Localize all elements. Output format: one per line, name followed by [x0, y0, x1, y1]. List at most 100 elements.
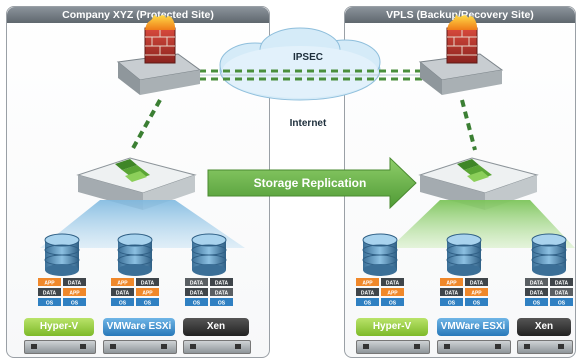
vm-stacks: APP DATA DATA APP OS OS APP DATA DATA APP OS OS DATA… [38, 278, 573, 306]
vm-data-cell-text: DATA [530, 290, 544, 296]
vm-app-cell-text: DATA [530, 280, 544, 286]
vm-app-cell [550, 288, 573, 296]
vm-os-cell-text: OS [119, 300, 127, 306]
database-icon [446, 233, 482, 276]
vm-os-cell [185, 298, 208, 306]
ipsec-tunnel [175, 69, 430, 81]
vm-data-cell [210, 278, 233, 286]
vm-app-cell-text: APP [44, 280, 55, 286]
vm-data-cell [440, 288, 463, 296]
vm-os-cell [63, 298, 86, 306]
vm-data-cell-text: DATA [445, 290, 459, 296]
vm-os-cell [356, 298, 379, 306]
vm-data-cell-text: DATA [470, 280, 484, 286]
ipsec-label: IPSEC [293, 52, 323, 63]
vm-os-cell-text: OS [364, 300, 372, 306]
firewall-icon [418, 14, 504, 95]
vm-app-cell-text: DATA [215, 290, 229, 296]
right-uplink [460, 99, 477, 151]
vm-os-cell-text: OS [448, 300, 456, 306]
vm-os-cell [381, 298, 404, 306]
internet-cloud-icon [219, 27, 381, 101]
server-tray [356, 340, 430, 354]
vm-data-cell [525, 288, 548, 296]
vm-os-cell-text: OS [71, 300, 79, 306]
server-tray [24, 340, 96, 354]
vm-data-cell [465, 278, 488, 286]
vm-app-cell-text: APP [471, 290, 482, 296]
database-icon [531, 233, 567, 276]
vm-app-cell [111, 278, 134, 286]
vm-app-cell [136, 288, 159, 296]
vm-os-cell [38, 298, 61, 306]
vm-os-cell-text: OS [473, 300, 481, 306]
vm-os-cell-text: OS [193, 300, 201, 306]
firewall-icon [116, 14, 202, 95]
vm-app-cell [465, 288, 488, 296]
vm-data-cell-text: DATA [215, 280, 229, 286]
server-tray [517, 340, 573, 354]
vm-app-cell-text: APP [69, 290, 80, 296]
vm-os-cell-text: OS [144, 300, 152, 306]
replication-label: Storage Replication [254, 176, 367, 190]
vm-data-cell [111, 288, 134, 296]
vm-app-cell [356, 278, 379, 286]
right-beam [390, 200, 575, 248]
server-tray [437, 340, 511, 354]
protected-site-title: Company XYZ (Protected Site) [7, 7, 269, 23]
server-tray [103, 340, 177, 354]
vm-os-cell-text: OS [533, 300, 541, 306]
vm-data-cell [136, 278, 159, 286]
vm-app-cell-text: APP [362, 280, 373, 286]
left-uplink [130, 99, 162, 151]
server-tray [183, 340, 251, 354]
vm-os-cell-text: OS [558, 300, 566, 306]
vm-data-cell-text: DATA [555, 280, 569, 286]
vm-data-cell-text: DATA [43, 290, 57, 296]
vm-app-cell-text: APP [387, 290, 398, 296]
vm-app-cell-text: APP [117, 280, 128, 286]
internet-label: Internet [290, 118, 327, 129]
vm-os-cell-text: OS [389, 300, 397, 306]
vm-data-cell [38, 288, 61, 296]
vm-os-cell [440, 298, 463, 306]
hypervisor-label-xen: Xen [517, 318, 571, 336]
vm-app-cell [210, 288, 233, 296]
vm-os-cell [136, 298, 159, 306]
replication-arrow [207, 156, 417, 210]
vm-data-cell-text: DATA [68, 280, 82, 286]
vm-app-cell [525, 278, 548, 286]
recovery-site-title: VPLS (Backup/Recovery Site) [345, 7, 575, 23]
hypervisor-label-hyper-v: Hyper-V [356, 318, 428, 336]
vm-data-cell [550, 278, 573, 286]
vm-app-cell [381, 288, 404, 296]
vm-app-cell [185, 278, 208, 286]
vm-os-cell [525, 298, 548, 306]
vm-app-cell [440, 278, 463, 286]
hypervisor-label-vmware: VMWare ESXi [103, 318, 175, 336]
vm-app-cell-text: APP [142, 290, 153, 296]
vm-data-cell [381, 278, 404, 286]
vm-data-cell-text: DATA [386, 280, 400, 286]
vm-app-cell-text: DATA [555, 290, 569, 296]
vm-app-cell-text: DATA [190, 280, 204, 286]
hypervisor-label-vmware: VMWare ESXi [437, 318, 509, 336]
database-icon [191, 233, 227, 276]
database-icon [362, 233, 398, 276]
vm-os-cell [550, 298, 573, 306]
vm-os-cell-text: OS [218, 300, 226, 306]
database-icon [44, 233, 80, 276]
vm-data-cell-text: DATA [141, 280, 155, 286]
vm-app-cell [38, 278, 61, 286]
vm-os-cell [465, 298, 488, 306]
vm-data-cell-text: DATA [361, 290, 375, 296]
vm-app-cell [63, 288, 86, 296]
vm-data-cell [63, 278, 86, 286]
vm-app-cell-text: APP [446, 280, 457, 286]
vm-data-cell [356, 288, 379, 296]
vm-os-cell-text: OS [46, 300, 54, 306]
vm-os-cell [111, 298, 134, 306]
vm-os-cell [210, 298, 233, 306]
vm-data-cell-text: DATA [116, 290, 130, 296]
